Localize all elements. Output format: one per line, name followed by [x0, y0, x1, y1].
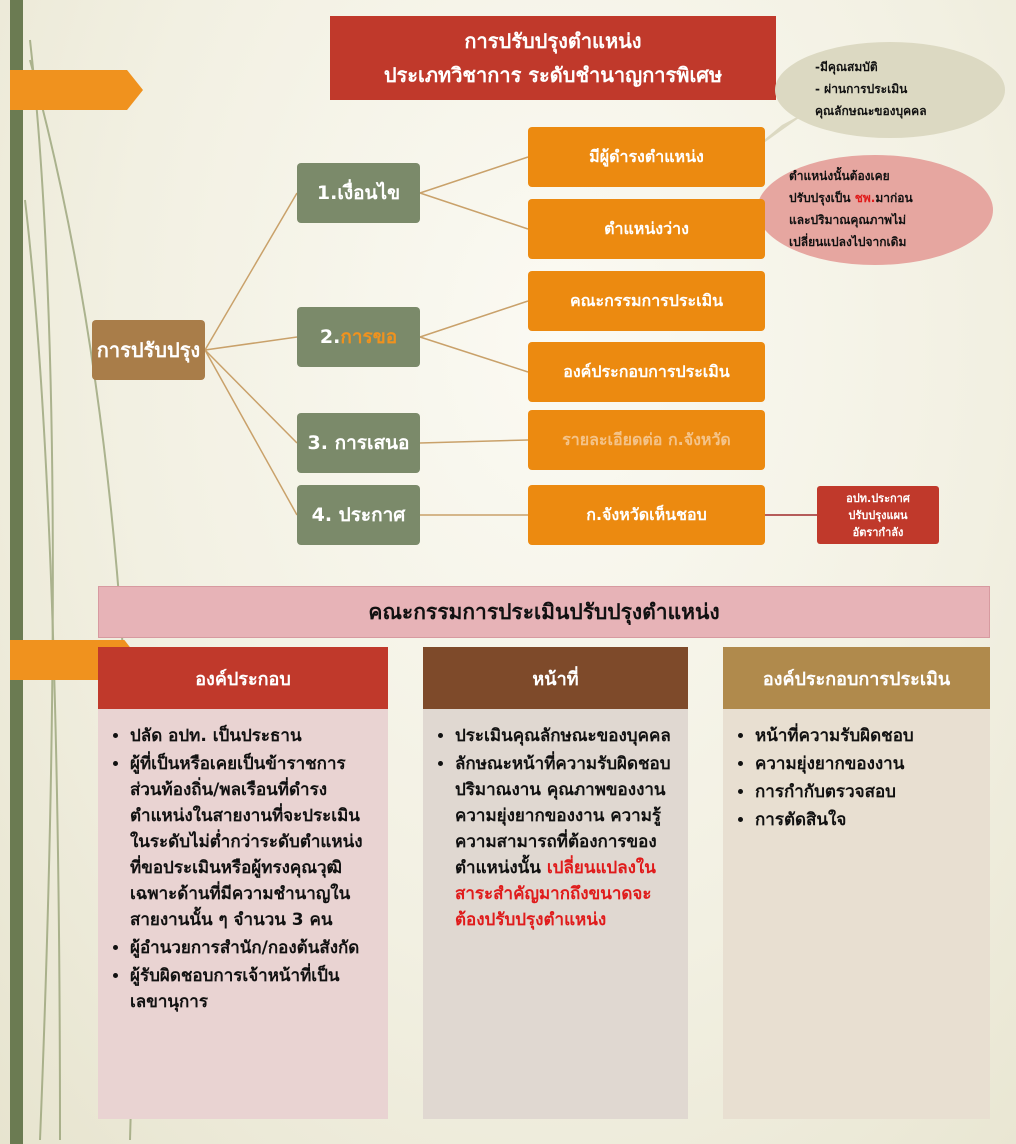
list-item: ประเมินคุณลักษณะของบุคคล	[455, 723, 672, 749]
leaf-committee: คณะกรรมการประเมิน	[528, 271, 765, 331]
vacancy-callout: ตำแหน่งนั้นต้องเคย ปรับปรุงเป็น ชพ.มาก่อ…	[757, 155, 993, 265]
left-accent-bar	[10, 0, 23, 1144]
list-item: หน้าที่ความรับผิดชอบ	[755, 723, 974, 749]
step-label: 4. ประกาศ	[311, 504, 406, 526]
list-item: ผู้ที่เป็นหรือเคยเป็นข้าราชการส่วนท้องถิ…	[130, 751, 372, 933]
column-criteria-header: องค์ประกอบการประเมิน	[723, 647, 990, 709]
leaf-label: ตำแหน่งว่าง	[604, 218, 689, 238]
leaf-vacant: ตำแหน่งว่าง	[528, 199, 765, 259]
callout-line: -มีคุณสมบัติ	[815, 60, 878, 74]
committee-title: คณะกรรมการประเมินปรับปรุงตำแหน่ง	[368, 599, 720, 624]
committee-banner: คณะกรรมการประเมินปรับปรุงตำแหน่ง	[98, 586, 990, 638]
step-announce: 4. ประกาศ	[297, 485, 420, 545]
column-duties-body: ประเมินคุณลักษณะของบุคคล ลักษณะหน้าที่คว…	[423, 709, 688, 1119]
step-label-highlight: การขอ	[340, 326, 398, 348]
root-label: การปรับปรุง	[96, 338, 201, 362]
leaf-label: รายละเอียดต่อ ก.จังหวัด	[562, 429, 731, 449]
leaf-approval: ก.จังหวัดเห็นชอบ	[528, 485, 765, 545]
title-line-1: การปรับปรุงตำแหน่ง	[464, 29, 642, 53]
column-header-label: องค์ประกอบ	[195, 668, 291, 690]
list-item: ผู้อำนวยการสำนัก/กองต้นสังกัด	[130, 935, 372, 961]
step-label: 3. การเสนอ	[307, 432, 410, 454]
list-item: ปลัด อปท. เป็นประธาน	[130, 723, 372, 749]
step-propose: 3. การเสนอ	[297, 413, 420, 473]
leaf-label: มีผู้ดำรงตำแหน่ง	[589, 146, 704, 166]
main-title: การปรับปรุงตำแหน่ง ประเภทวิชาการ ระดับชำ…	[330, 16, 776, 100]
leaf-label: คณะกรรมการประเมิน	[569, 290, 724, 310]
leaf-components: องค์ประกอบการประเมิน	[528, 342, 765, 402]
leaf-details: รายละเอียดต่อ ก.จังหวัด	[528, 410, 765, 470]
list-item: ความยุ่งยากของงาน	[755, 751, 974, 777]
list-item-highlight: เปลี่ยนแปลงในสาระสำคัญมากถึงขนาดจะต้องปร…	[455, 858, 656, 930]
leaf-holder: มีผู้ดำรงตำแหน่ง	[528, 127, 765, 187]
step-label: 2.	[319, 326, 341, 348]
qualification-callout: -มีคุณสมบัติ - ผ่านการประเมิน คุณลักษณะข…	[775, 42, 1005, 138]
column-header-label: หน้าที่	[532, 668, 579, 690]
step-request: 2. การขอ	[297, 307, 420, 367]
callout-line: ตำแหน่งนั้นต้องเคย	[789, 169, 890, 183]
callout-line: ปรับปรุงเป็น ชพ.มาก่อน	[789, 187, 993, 209]
leaf-label: ก.จังหวัดเห็นชอบ	[586, 504, 707, 524]
list-item: ผู้รับผิดชอบการเจ้าหน้าที่เป็นเลขานุการ	[130, 963, 372, 1015]
announce-box: อปท.ประกาศ ปรับปรุงแผน อัตรากำลัง	[817, 486, 939, 544]
callout-text: ปรับปรุงเป็น	[789, 191, 855, 205]
title-line-2: ประเภทวิชาการ ระดับชำนาญการพิเศษ	[383, 63, 723, 87]
top-arrow-accent	[10, 70, 143, 110]
root-node: การปรับปรุง	[92, 320, 205, 380]
announce-line: อัตรากำลัง	[852, 525, 904, 539]
callout-highlight: ชพ.	[854, 191, 876, 205]
callout-line: คุณลักษณะของบุคคล	[815, 104, 927, 118]
announce-line: อปท.ประกาศ	[846, 491, 910, 505]
list-item-text: ลักษณะหน้าที่ความรับผิดชอบ ปริมาณงาน คุณ…	[455, 754, 671, 878]
column-components-body: ปลัด อปท. เป็นประธาน ผู้ที่เป็นหรือเคยเป…	[98, 709, 388, 1119]
callout-text: มาก่อน	[875, 191, 913, 205]
callout-line: และปริมาณคุณภาพไม่	[789, 213, 907, 227]
list-item: การกำกับตรวจสอบ	[755, 779, 974, 805]
column-criteria-body: หน้าที่ความรับผิดชอบ ความยุ่งยากของงาน ก…	[723, 709, 990, 1119]
step-label: 1.เงื่อนไข	[316, 182, 401, 204]
leaf-label: องค์ประกอบการประเมิน	[563, 361, 730, 381]
step-condition: 1.เงื่อนไข	[297, 163, 420, 223]
callout-line: เปลี่ยนแปลงไปจากเดิม	[789, 235, 907, 249]
callout-line: - ผ่านการประเมิน	[815, 82, 908, 96]
column-duties-header: หน้าที่	[423, 647, 688, 709]
column-components-header: องค์ประกอบ	[98, 647, 388, 709]
list-item: ลักษณะหน้าที่ความรับผิดชอบ ปริมาณงาน คุณ…	[455, 751, 672, 933]
announce-line: ปรับปรุงแผน	[848, 508, 908, 522]
column-header-label: องค์ประกอบการประเมิน	[762, 668, 951, 690]
list-item: การตัดสินใจ	[755, 807, 974, 833]
